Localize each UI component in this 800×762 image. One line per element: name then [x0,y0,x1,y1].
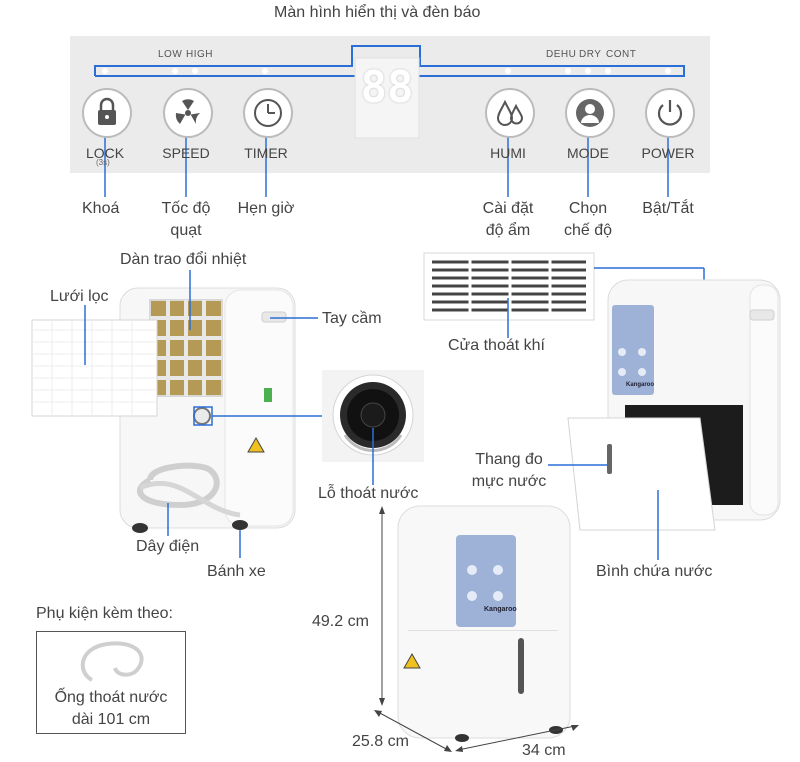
power-vi-label: Bật/Tắt [642,200,694,217]
water-drops-icon [496,99,524,126]
air-outlet-label: Cửa thoát khí [448,337,545,354]
drain-hose-icon [80,641,144,682]
display-digits: 88 [360,62,414,113]
speed-vi-label-1: Tốc độ [161,200,211,217]
cont-label: CONT [606,49,637,60]
height-dimension: 49.2 cm [312,613,369,630]
person-icon [576,99,604,127]
mode-vi-label-2: chế độ [563,222,613,239]
clock-icon [254,99,282,127]
dry-label: DRY [579,49,602,60]
lock-icon [98,97,116,125]
timer-button[interactable] [243,88,293,138]
lock-sublabel: (3s) [96,158,110,167]
power-button[interactable] [645,88,695,138]
high-label: HIGH [186,49,213,60]
humi-label: HUMI [490,145,526,161]
lock-button[interactable] [82,88,132,138]
drain-hole-label: Lỗ thoát nước [318,485,419,502]
wheels-label: Bánh xe [207,563,266,580]
mode-label: MODE [567,145,609,161]
power-cord-label: Dây điện [136,538,200,555]
accessory-item-line-1: Ống thoát nước [54,689,168,706]
humi-button[interactable] [485,88,535,138]
depth-dimension: 25.8 cm [352,733,409,750]
water-gauge-label-2: mực nước [471,473,547,490]
humi-vi-label-1: Cài đặt [482,200,534,217]
brand-logo-front-view: Kangaroo [484,606,517,613]
timer-label: TIMER [244,145,288,161]
fan-icon [175,99,200,124]
heat-exchanger-label: Dàn trao đổi nhiệt [120,251,247,268]
water-gauge-label-1: Thang đo [475,451,543,468]
lock-label: LOCK [85,145,125,161]
brand-logo-tank-view: Kangaroo [626,382,655,388]
lock-vi-label: Khoá [82,200,120,217]
timer-vi-label: Hẹn giờ [237,200,295,217]
speed-vi-label-2: quạt [170,222,202,239]
accessory-box [36,631,186,734]
humi-vi-label-2: độ ẩm [485,222,531,239]
filter-label: Lưới lọc [50,288,109,305]
width-dimension: 34 cm [522,742,566,759]
diagram-title: Màn hình hiển thị và đèn báo [274,4,481,21]
mode-button[interactable] [565,88,615,138]
water-tank-label: Bình chứa nước [596,563,713,580]
dehu-label: DEHU [546,49,577,60]
handle-label: Tay cầm [322,310,382,327]
accessory-item-line-2: dài 101 cm [71,711,151,728]
low-label: LOW [158,49,183,60]
speed-label: SPEED [162,145,210,161]
mode-vi-label-1: Chọn [568,200,608,217]
power-label: POWER [641,145,695,161]
accessories-heading: Phụ kiện kèm theo: [36,605,173,622]
speed-button[interactable] [163,88,213,138]
power-icon [657,100,683,126]
